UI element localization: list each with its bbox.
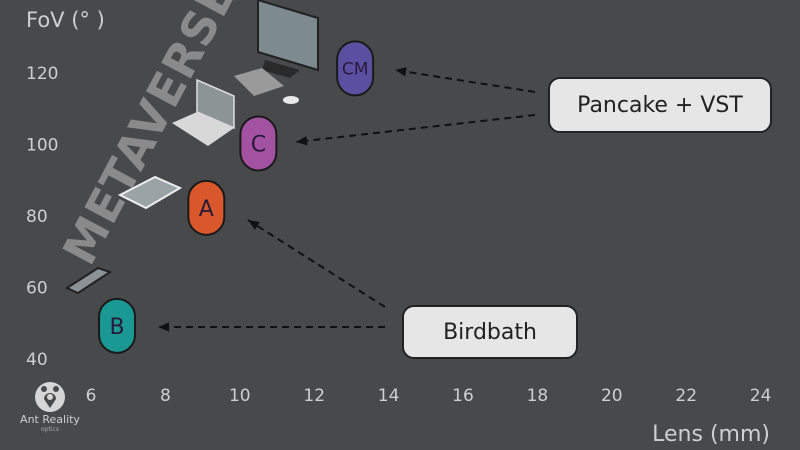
x-tick-label: 6: [86, 386, 97, 406]
callout-text: Pancake + VST: [577, 92, 743, 118]
x-tick-label: 16: [452, 386, 474, 406]
y-tick-label: 80: [26, 207, 48, 227]
x-tick-label: 20: [601, 386, 623, 406]
arrow-to-c: [295, 114, 536, 143]
tablet-icon: [117, 175, 183, 210]
y-tick-label: 60: [26, 279, 48, 299]
marker-label: C: [251, 133, 266, 158]
arrow-to-a: [247, 219, 386, 308]
keyboard-icon: [234, 68, 284, 96]
marker-label: A: [199, 197, 214, 222]
marker-a: [187, 179, 226, 236]
marker-b: [98, 297, 137, 354]
y-tick-label: 120: [26, 64, 58, 84]
x-tick-label: 12: [303, 386, 325, 406]
x-tick-label: 24: [750, 386, 772, 406]
arrowhead: [395, 67, 407, 77]
arrowhead: [248, 220, 260, 230]
marker-label: CM: [342, 59, 369, 79]
mouse-icon: [283, 96, 299, 104]
arrowhead: [296, 136, 308, 146]
x-tick-label: 10: [229, 386, 251, 406]
marker-cm: [336, 40, 375, 97]
x-tick-label: 14: [378, 386, 400, 406]
y-axis-label: FoV (° ): [26, 8, 105, 32]
x-axis-label: Lens (mm): [652, 422, 770, 447]
arrow-to-cm: [394, 69, 536, 93]
ant-reality-logo: Ant Reality optics: [18, 382, 82, 434]
marker-c: [239, 115, 278, 172]
ant-logo-icon: [35, 382, 65, 412]
monitor-stand: [262, 60, 300, 78]
y-tick-label: 100: [26, 136, 58, 156]
arrowhead: [158, 322, 170, 332]
callout-birdbath: Birdbath: [402, 305, 578, 359]
callout-text: Birdbath: [443, 319, 537, 345]
marker-label: B: [109, 315, 124, 340]
logo-sub: optics: [41, 426, 59, 433]
monitor-icon: [257, 0, 319, 72]
x-tick-label: 18: [527, 386, 549, 406]
x-tick-label: 8: [160, 386, 171, 406]
y-tick-label: 40: [26, 350, 48, 370]
phone-icon: [64, 266, 113, 295]
device-illustrations: [64, 0, 319, 295]
laptop-base: [172, 112, 234, 146]
x-tick-label: 22: [675, 386, 697, 406]
callout-pancake-vst: Pancake + VST: [548, 77, 772, 133]
logo-name: Ant Reality: [20, 413, 80, 426]
